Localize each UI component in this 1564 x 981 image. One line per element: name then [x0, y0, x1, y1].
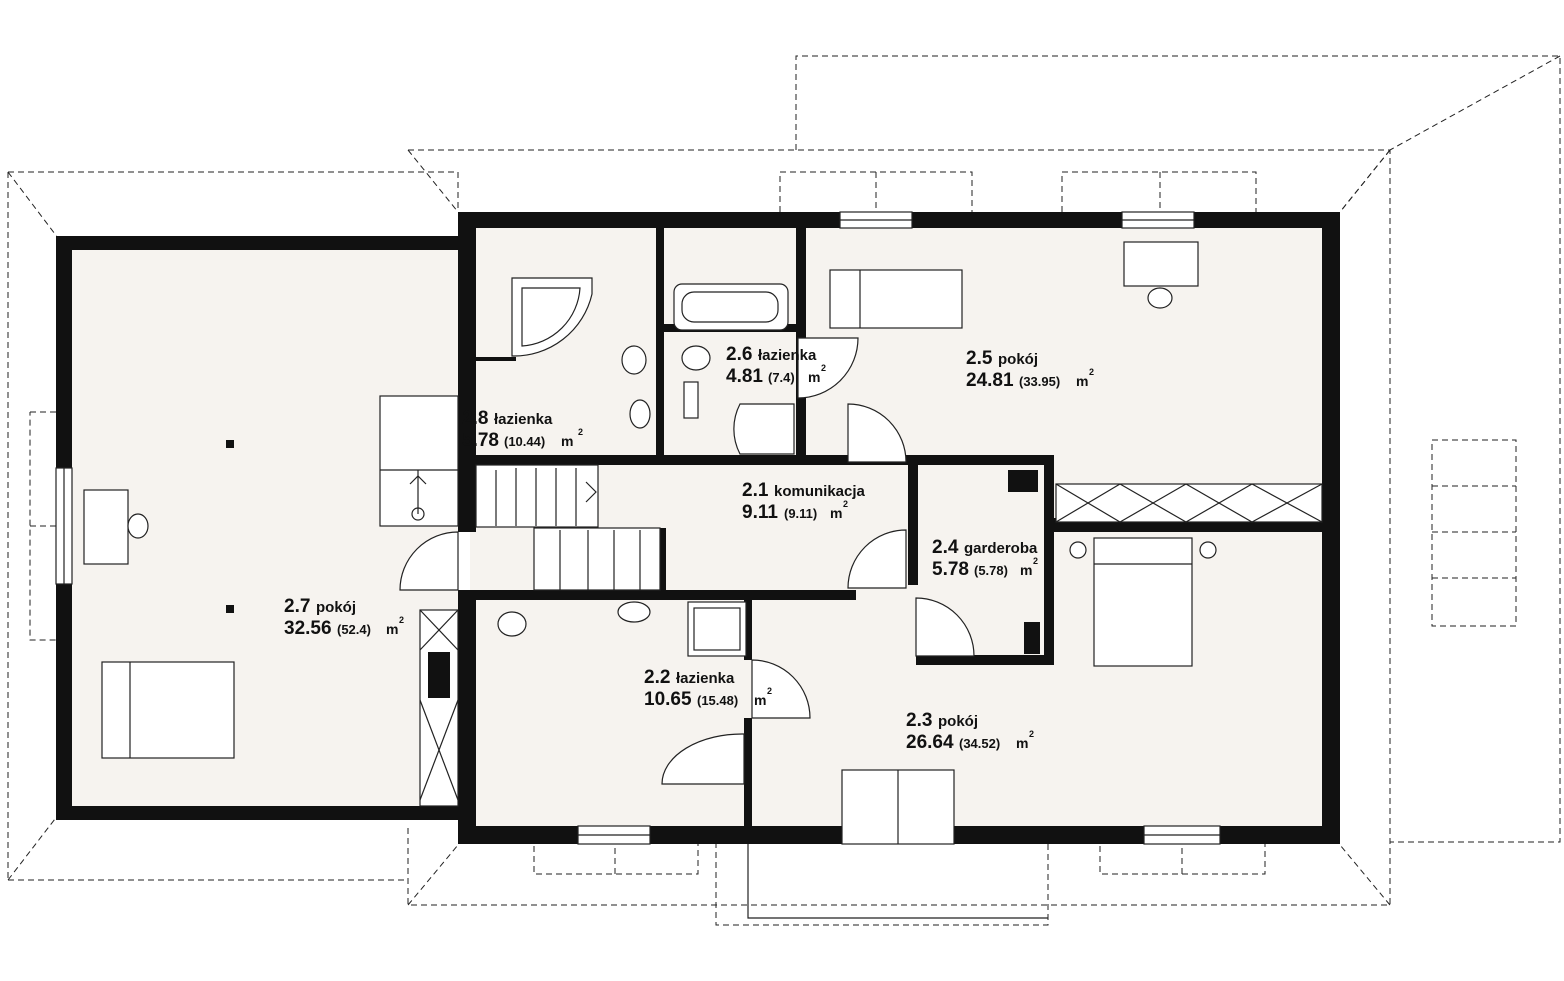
area-unit-exponent: 2	[1029, 729, 1034, 739]
room-number: 2.7	[284, 596, 310, 617]
room-number: 2.5	[966, 348, 993, 369]
room-label-2-6: 2.6 łazienka 4.81 (7.4) m 2	[726, 344, 826, 387]
area-unit-exponent: 2	[399, 615, 404, 625]
area-unit: m	[1020, 562, 1032, 578]
room-area: 4.81	[726, 366, 763, 387]
room-total-area: (7.4)	[768, 370, 795, 385]
area-unit: m	[561, 433, 573, 449]
room-label-2-1: 2.1 komunikacja 9.11 (9.11) m 2	[742, 480, 866, 523]
area-unit-exponent: 2	[578, 427, 583, 437]
room-label-2-4: 2.4 garderoba 5.78 (5.78) m 2	[932, 537, 1038, 580]
room-label-2-7: 2.7 pokój 32.56 (52.4) m 2	[284, 596, 404, 639]
room-label-2-3: 2.3 pokój 26.64 (34.52) m 2	[906, 710, 1034, 753]
area-unit-exponent: 2	[1089, 367, 1094, 377]
room-area: 24.81	[966, 370, 1014, 391]
room-total-area: (10.44)	[504, 434, 545, 449]
area-unit-exponent: 2	[1033, 556, 1038, 566]
area-unit-exponent: 2	[821, 363, 826, 373]
area-unit-exponent: 2	[843, 499, 848, 509]
room-total-area: (5.78)	[974, 563, 1008, 578]
room-label-2-5: 2.5 pokój 24.81 (33.95) m 2	[966, 348, 1094, 391]
room-number: 2.3	[906, 710, 932, 731]
fixtures	[83, 241, 1323, 807]
area-unit: m	[386, 621, 398, 637]
room-label-2-8: 2.8 łazienka 5.78 (10.44) m 2	[462, 408, 583, 451]
stairs	[379, 395, 661, 591]
room-name: pokój	[998, 351, 1038, 368]
room-name: łazienka	[494, 411, 553, 428]
windows	[55, 211, 1221, 845]
room-area: 10.65	[644, 689, 692, 710]
room-number: 2.1	[742, 480, 769, 501]
room-area: 5.78	[932, 559, 969, 580]
area-unit: m	[754, 692, 766, 708]
area-unit: m	[808, 369, 820, 385]
room-number: 2.4	[932, 537, 959, 558]
room-name: komunikacja	[774, 483, 866, 500]
room-name: pokój	[316, 599, 356, 616]
room-label-2-2: 2.2 łazienka 10.65 (15.48) m 2	[644, 667, 772, 710]
room-number: 2.6	[726, 344, 752, 365]
room-total-area: (9.11)	[784, 506, 817, 521]
room-total-area: (52.4)	[337, 622, 371, 637]
area-unit: m	[830, 505, 842, 521]
room-name: łazienka	[676, 670, 735, 687]
room-name: pokój	[938, 713, 978, 730]
room-total-area: (15.48)	[697, 693, 738, 708]
room-number: 2.8	[462, 408, 488, 429]
area-unit: m	[1016, 735, 1028, 751]
room-area: 5.78	[462, 430, 499, 451]
room-area: 32.56	[284, 618, 332, 639]
room-name: garderoba	[964, 540, 1038, 557]
room-number: 2.2	[644, 667, 670, 688]
room-area: 26.64	[906, 732, 954, 753]
room-name: łazienka	[758, 347, 817, 364]
room-total-area: (34.52)	[959, 736, 1000, 751]
area-unit-exponent: 2	[767, 686, 772, 696]
area-unit: m	[1076, 373, 1088, 389]
room-total-area: (33.95)	[1019, 374, 1060, 389]
room-area: 9.11	[742, 502, 778, 523]
